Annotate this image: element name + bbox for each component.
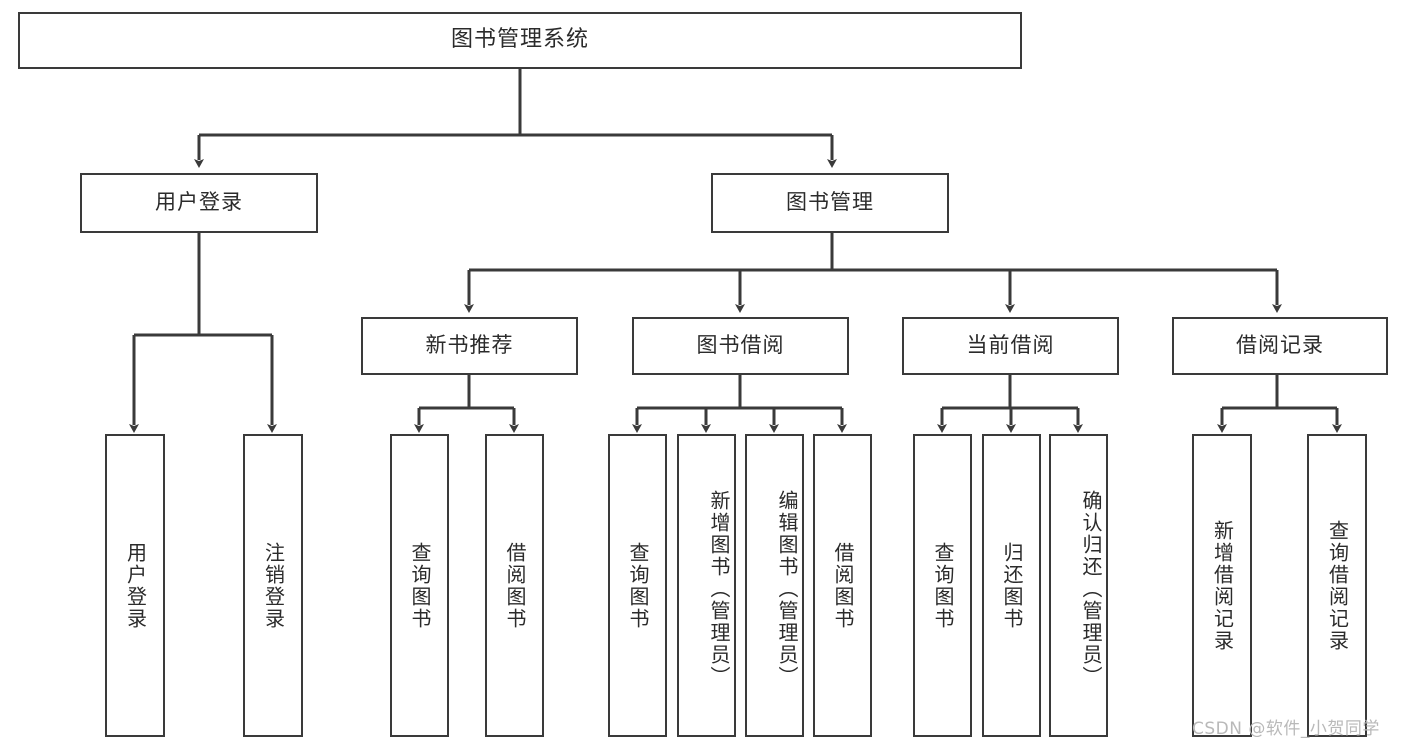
node-label: 查询图书 bbox=[626, 541, 650, 630]
node-label: 查询图书 bbox=[931, 541, 955, 630]
node-label: 借阅图书 bbox=[831, 541, 855, 630]
node-label: 新增借阅记录 bbox=[1210, 519, 1235, 652]
node-label: 当前借阅 bbox=[966, 333, 1055, 358]
node-label: 查询图书 bbox=[408, 541, 432, 630]
leaf-new-book-query[interactable]: 查询图书 bbox=[390, 434, 449, 737]
node-label: 新书推荐 bbox=[425, 333, 514, 358]
node-book-borrow[interactable]: 图书借阅 bbox=[632, 317, 849, 375]
leaf-user-login-logout[interactable]: 注销登录 bbox=[243, 434, 303, 737]
node-label: 图书管理 bbox=[786, 190, 874, 215]
leaf-borrow-record-query[interactable]: 查询借阅记录 bbox=[1307, 434, 1367, 737]
node-label: 编辑图书（管理员） bbox=[775, 489, 799, 688]
leaf-current-borrow-query[interactable]: 查询图书 bbox=[913, 434, 972, 737]
node-label: 借阅记录 bbox=[1236, 333, 1324, 358]
node-borrow-record[interactable]: 借阅记录 bbox=[1172, 317, 1388, 375]
node-label: 新增图书（管理员） bbox=[707, 489, 731, 688]
node-label: 借阅图书 bbox=[503, 541, 527, 630]
node-new-book-recommend[interactable]: 新书推荐 bbox=[361, 317, 578, 375]
leaf-book-borrow-query[interactable]: 查询图书 bbox=[608, 434, 667, 737]
leaf-book-borrow-edit[interactable]: 编辑图书（管理员） bbox=[745, 434, 804, 737]
leaf-borrow-record-add[interactable]: 新增借阅记录 bbox=[1192, 434, 1252, 737]
node-label: 用户登录 bbox=[155, 190, 243, 215]
node-root-library-system[interactable]: 图书管理系统 bbox=[18, 12, 1022, 69]
node-label: 确认归还（管理员） bbox=[1079, 489, 1103, 688]
leaf-new-book-borrow[interactable]: 借阅图书 bbox=[485, 434, 544, 737]
node-current-borrow[interactable]: 当前借阅 bbox=[902, 317, 1119, 375]
node-label: 注销登录 bbox=[261, 541, 286, 630]
node-label: 用户登录 bbox=[123, 541, 148, 630]
leaf-book-borrow-add[interactable]: 新增图书（管理员） bbox=[677, 434, 736, 737]
csdn-watermark: CSDN @软件_小贺同学 bbox=[1192, 719, 1380, 739]
leaf-current-borrow-return[interactable]: 归还图书 bbox=[982, 434, 1041, 737]
node-label: 图书管理系统 bbox=[450, 27, 589, 53]
node-label: 查询借阅记录 bbox=[1325, 519, 1350, 652]
leaf-book-borrow-borrow[interactable]: 借阅图书 bbox=[813, 434, 872, 737]
node-book-management[interactable]: 图书管理 bbox=[711, 173, 949, 233]
leaf-user-login-login[interactable]: 用户登录 bbox=[105, 434, 165, 737]
node-label: 图书借阅 bbox=[696, 333, 785, 358]
leaf-current-borrow-confirm-return[interactable]: 确认归还（管理员） bbox=[1049, 434, 1108, 737]
node-user-login[interactable]: 用户登录 bbox=[80, 173, 318, 233]
node-label: 归还图书 bbox=[1000, 541, 1024, 630]
